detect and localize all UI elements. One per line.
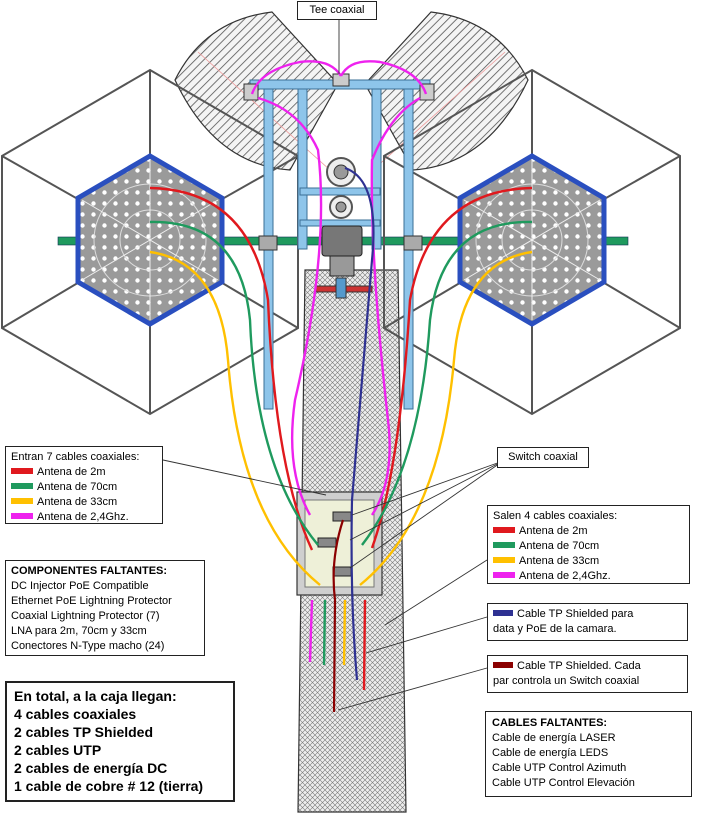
outputs-legend-title: Salen 4 cables coaxiales: bbox=[493, 510, 618, 522]
outputs-legend: Salen 4 cables coaxiales: Antena de 2m A… bbox=[487, 505, 690, 584]
out-item-2m: Antena de 2m bbox=[493, 524, 684, 539]
totals-line: 4 cables coaxiales bbox=[14, 706, 137, 722]
swatch-camera-cable bbox=[493, 610, 513, 617]
missing-cable-item: Cable de energía LASER bbox=[492, 732, 616, 744]
dish-left bbox=[75, 153, 225, 327]
camera-cable-line2: data y PoE de la camara. bbox=[493, 623, 617, 635]
camera-cable-note: Cable TP Shielded para data y PoE de la … bbox=[487, 603, 688, 641]
camera-cable-line1: Cable TP Shielded para bbox=[517, 608, 634, 620]
out-item-33cm: Antena de 33cm bbox=[493, 554, 684, 569]
legend-item-2m: Antena de 2m bbox=[11, 465, 157, 480]
cable-camera bbox=[344, 166, 375, 681]
dish-24ghz-right bbox=[364, 11, 529, 171]
component-item: Conectores N-Type macho (24) bbox=[11, 640, 165, 652]
cable-switch-control bbox=[332, 519, 345, 713]
swatch-70cm bbox=[11, 483, 33, 490]
pipe-structure bbox=[243, 73, 435, 410]
totals-box: En total, a la caja llegan: 4 cables coa… bbox=[5, 681, 235, 802]
missing-cable-item: Cable UTP Control Elevación bbox=[492, 777, 635, 789]
totals-line: 2 cables TP Shielded bbox=[14, 724, 154, 740]
out-item-24ghz: Antena de 2,4Ghz. bbox=[493, 569, 684, 584]
swatch-2m bbox=[11, 468, 33, 475]
out-swatch-24ghz bbox=[493, 572, 515, 579]
out-swatch-2m bbox=[493, 527, 515, 534]
switch-cable-line2: par controla un Switch coaxial bbox=[493, 675, 640, 687]
totals-line: En total, a la caja llegan: bbox=[14, 688, 177, 704]
component-item: Coaxial Lightning Protector (7) bbox=[11, 610, 160, 622]
totals-line: 1 cable de cobre # 12 (tierra) bbox=[14, 778, 204, 794]
missing-cables: CABLES FALTANTES: Cable de energía LASER… bbox=[485, 711, 692, 797]
swatch-33cm bbox=[11, 498, 33, 505]
missing-components: COMPONENTES FALTANTES: DC Injector PoE C… bbox=[5, 560, 205, 656]
cables-2m bbox=[149, 186, 533, 691]
legend-item-70cm: Antena de 70cm bbox=[11, 480, 157, 495]
missing-cables-title: CABLES FALTANTES: bbox=[492, 717, 608, 729]
switch-cable-line1: Cable TP Shielded. Cada bbox=[517, 660, 641, 672]
out-swatch-70cm bbox=[493, 542, 515, 549]
cables-33cm bbox=[149, 250, 533, 666]
component-item: LNA para 2m, 70cm y 33cm bbox=[11, 625, 147, 637]
dish-right bbox=[457, 153, 607, 327]
legend-item-33cm: Antena de 33cm bbox=[11, 495, 157, 510]
label-tee-coaxial: Tee coaxial bbox=[297, 1, 377, 20]
component-item: Ethernet PoE Lightning Protector bbox=[11, 595, 172, 607]
totals-line: 2 cables UTP bbox=[14, 742, 102, 758]
out-item-70cm: Antena de 70cm bbox=[493, 539, 684, 554]
junction-box bbox=[296, 491, 383, 596]
leader-lines bbox=[162, 20, 504, 711]
switch-cable-note: Cable TP Shielded. Cada par controla un … bbox=[487, 655, 688, 693]
swatch-24ghz bbox=[11, 513, 33, 520]
label-switch-coaxial: Switch coaxial bbox=[497, 447, 589, 468]
component-item: DC Injector PoE Compatible bbox=[11, 580, 149, 592]
swatch-switch-cable bbox=[493, 662, 513, 669]
totals-line: 2 cables de energía DC bbox=[14, 760, 168, 776]
out-swatch-33cm bbox=[493, 557, 515, 564]
missing-cable-item: Cable de energía LEDS bbox=[492, 747, 609, 759]
cables-70cm bbox=[149, 220, 533, 666]
inputs-legend: Entran 7 cables coaxiales: Antena de 2m … bbox=[5, 446, 163, 524]
legend-item-24ghz: Antena de 2,4Ghz. bbox=[11, 510, 157, 525]
missing-cable-item: Cable UTP Control Azimuth bbox=[492, 762, 627, 774]
inputs-legend-title: Entran 7 cables coaxiales: bbox=[11, 451, 140, 463]
missing-components-title: COMPONENTES FALTANTES: bbox=[11, 565, 168, 577]
cables-24ghz bbox=[250, 60, 428, 663]
camera-assembly bbox=[315, 157, 373, 299]
